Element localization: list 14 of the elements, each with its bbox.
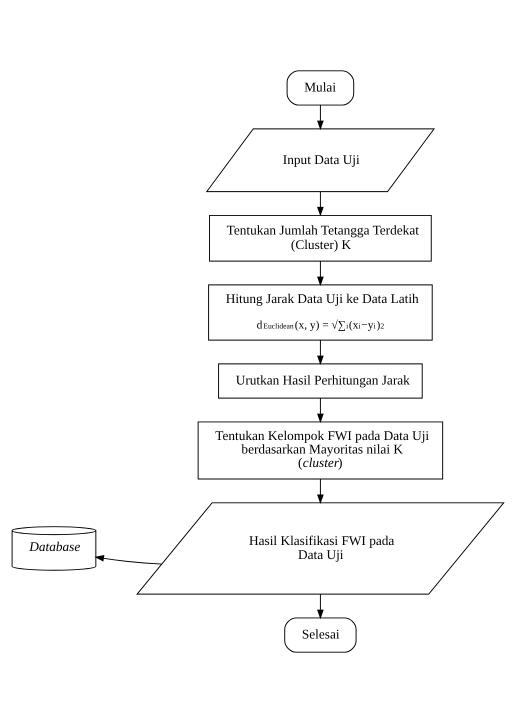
- arrow: [94, 554, 162, 564]
- node-box: Hitung Jarak Data Uji ke Data Latih dEuclidean(x, y) = √∑i(xi−yi)2: [208, 284, 433, 340]
- node-box: Selesai: [284, 616, 357, 652]
- node-box: Tentukan Kelompok FWI pada Data Uji berdasarkan Mayoritas nilai K (cluster): [198, 420, 444, 479]
- arrow: [317, 397, 324, 423]
- node-box: Mulai: [286, 70, 354, 106]
- arrow: [317, 339, 324, 365]
- arrow: [317, 478, 324, 504]
- node-box: Urutkan Hasil Perhitungan Jarak: [218, 362, 423, 398]
- arrow: [317, 104, 324, 130]
- arrow: [317, 593, 324, 619]
- arrow: [317, 190, 324, 216]
- node-box: Tentukan Jumlah Tetangga Terdekat (Cluster) K: [209, 214, 432, 262]
- arrow: [317, 260, 324, 286]
